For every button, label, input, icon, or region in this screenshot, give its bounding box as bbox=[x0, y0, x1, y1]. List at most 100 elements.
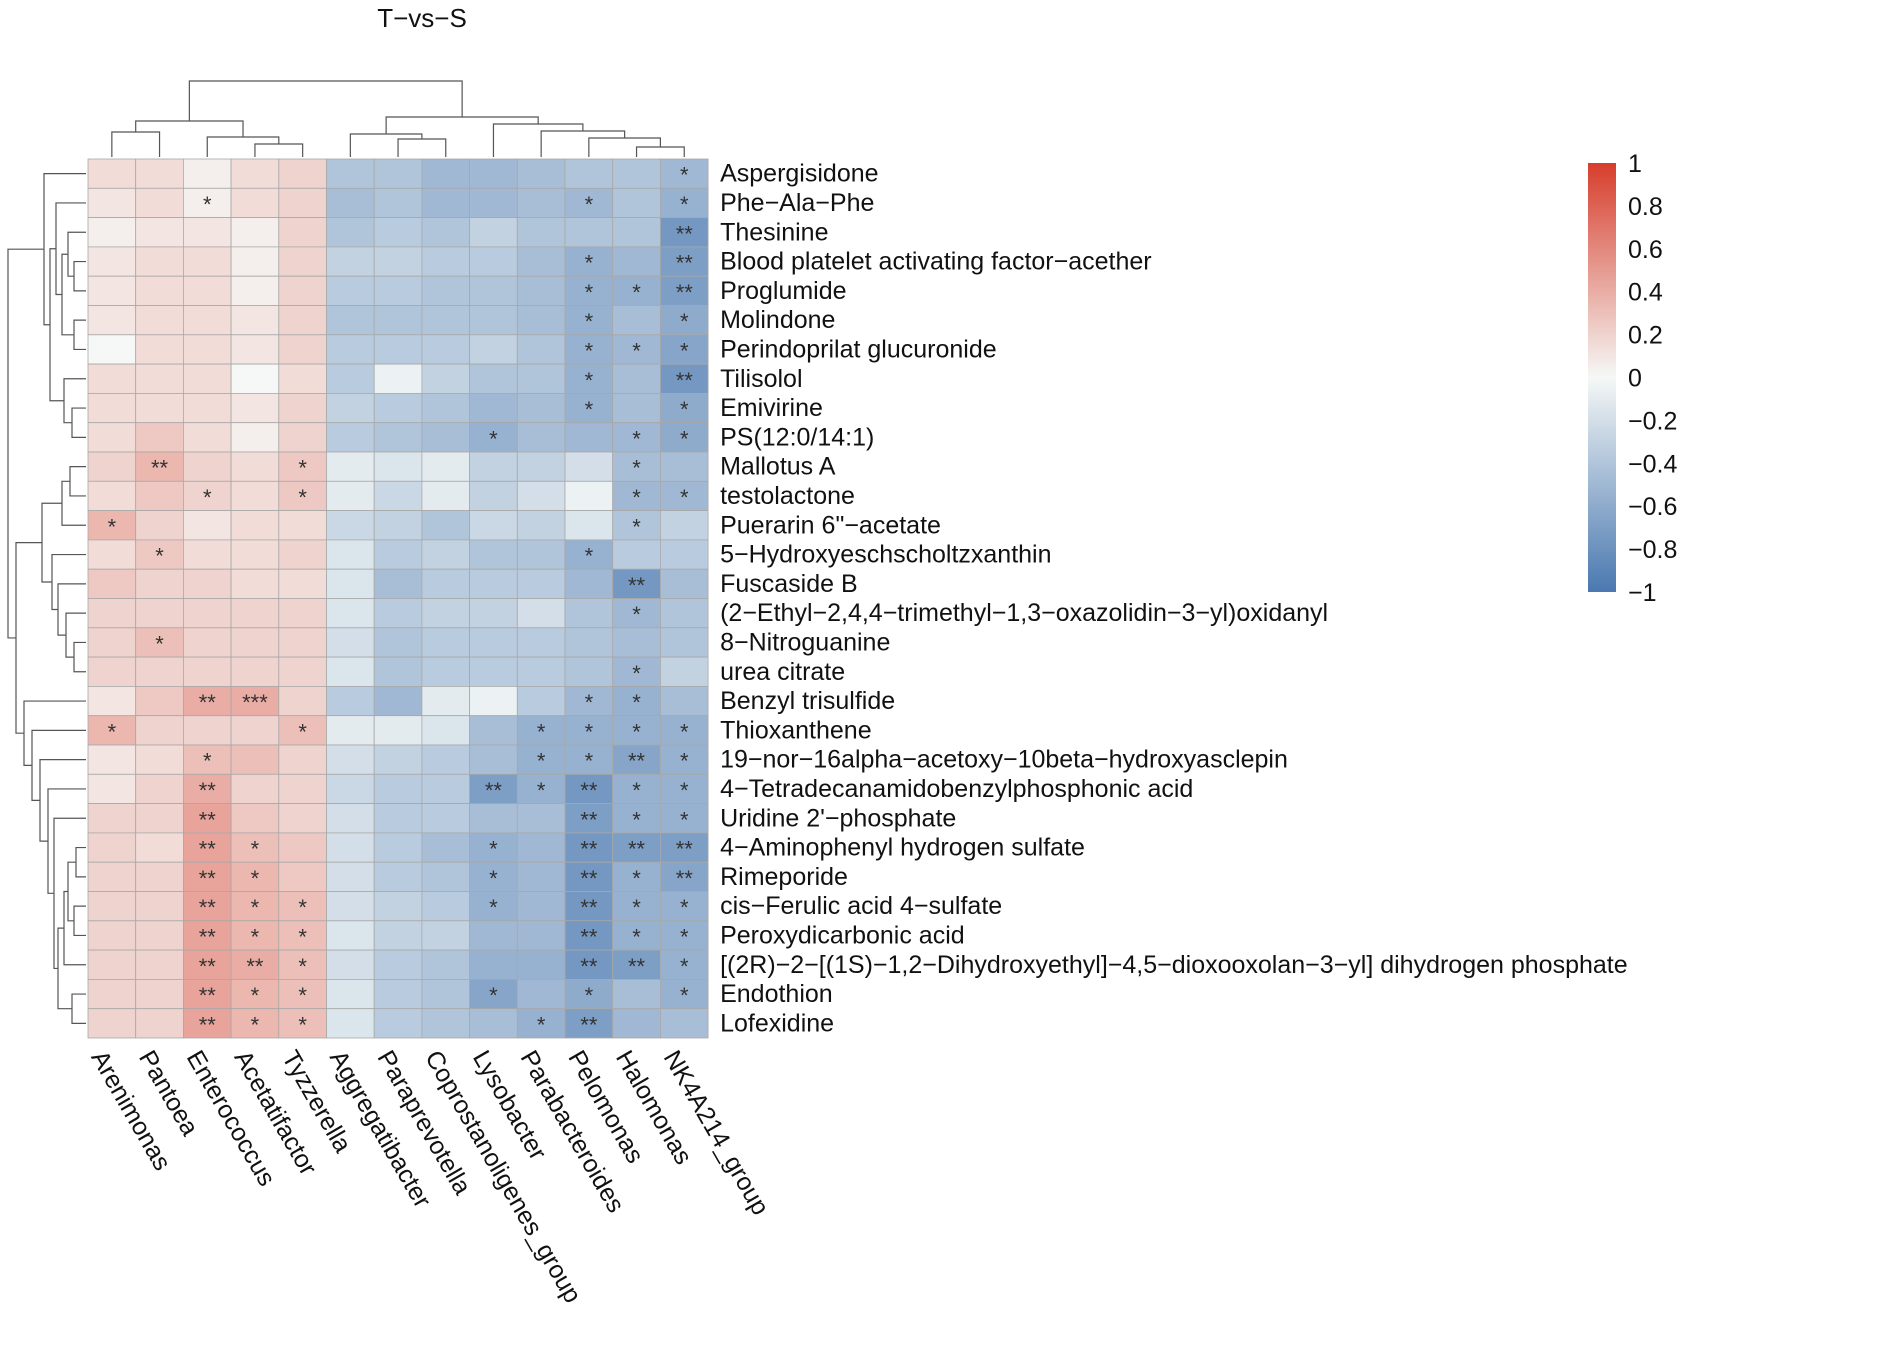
heatmap-cell bbox=[182, 627, 232, 658]
colorbar-tick-label: 0.2 bbox=[1628, 322, 1663, 350]
heatmap-cell bbox=[135, 568, 184, 599]
heatmap-cell bbox=[278, 803, 327, 834]
heatmap-cell bbox=[135, 422, 184, 453]
heatmap-cell bbox=[564, 627, 614, 658]
dendrogram-branch bbox=[349, 133, 423, 157]
row-label: 4−Aminophenyl hydrogen sulfate bbox=[720, 834, 1085, 862]
significance-mark: * bbox=[680, 163, 689, 188]
heatmap-cell bbox=[564, 656, 614, 687]
row-dendrogram bbox=[7, 173, 86, 1024]
heatmap-cell bbox=[564, 891, 614, 922]
significance-mark: * bbox=[298, 924, 307, 949]
heatmap-cell bbox=[564, 363, 614, 394]
heatmap-cell bbox=[516, 451, 566, 482]
significance-mark: * bbox=[632, 924, 641, 949]
heatmap-cell bbox=[278, 246, 327, 277]
heatmap-cell bbox=[135, 979, 184, 1010]
heatmap-cell bbox=[230, 832, 280, 863]
heatmap-cell bbox=[612, 158, 661, 189]
heatmap-cell bbox=[564, 480, 614, 511]
heatmap-cell bbox=[326, 686, 375, 717]
heatmap-cell bbox=[326, 656, 375, 687]
dendrogram-branch bbox=[492, 123, 584, 157]
heatmap-cell bbox=[87, 773, 137, 804]
heatmap-cell bbox=[469, 392, 518, 424]
heatmap-cell bbox=[516, 773, 566, 804]
significance-mark: * bbox=[632, 602, 641, 627]
heatmap-cell bbox=[87, 891, 137, 922]
row-label: Aspergisidone bbox=[720, 160, 878, 188]
row-label: 8−Nitroguanine bbox=[720, 628, 890, 656]
significance-mark: * bbox=[298, 954, 307, 979]
heatmap-cells bbox=[87, 158, 709, 1039]
significance-mark: * bbox=[537, 1012, 546, 1037]
heatmap-cell bbox=[516, 686, 566, 717]
significance-mark: * bbox=[155, 544, 164, 569]
heatmap-cell bbox=[516, 305, 566, 336]
heatmap-cell bbox=[516, 568, 566, 599]
heatmap-cell bbox=[182, 920, 232, 951]
heatmap-cell bbox=[516, 187, 566, 219]
heatmap-cell bbox=[373, 539, 423, 570]
significance-mark: ** bbox=[580, 924, 598, 949]
heatmap-cell bbox=[516, 949, 566, 980]
heatmap-cell bbox=[278, 158, 327, 189]
heatmap-cell bbox=[182, 246, 232, 277]
heatmap-cell bbox=[87, 715, 137, 746]
heatmap-cell bbox=[469, 539, 518, 570]
heatmap-cell bbox=[373, 158, 423, 189]
heatmap-cell bbox=[660, 803, 709, 834]
significance-mark: ** bbox=[580, 1012, 598, 1037]
significance-mark: * bbox=[680, 924, 689, 949]
heatmap-cell bbox=[278, 656, 327, 687]
heatmap-cell bbox=[326, 803, 375, 834]
colorbar-tick-label: 0 bbox=[1628, 365, 1642, 393]
heatmap-cell bbox=[564, 568, 614, 599]
heatmap-cell bbox=[326, 510, 375, 541]
heatmap-cell bbox=[564, 598, 614, 629]
row-label: PS(12:0/14:1) bbox=[720, 423, 874, 451]
heatmap-cell bbox=[373, 715, 423, 746]
heatmap-cell bbox=[135, 158, 184, 189]
dendrogram-branch bbox=[71, 993, 86, 1024]
heatmap-cell bbox=[564, 832, 614, 863]
dendrogram-branch bbox=[39, 759, 86, 842]
heatmap-cell bbox=[564, 246, 614, 277]
dendrogram-branch bbox=[67, 231, 86, 277]
heatmap-cell bbox=[469, 627, 518, 658]
heatmap-cell bbox=[421, 891, 470, 922]
significance-mark: * bbox=[203, 749, 212, 774]
significance-mark: ** bbox=[151, 456, 169, 481]
heatmap-cell bbox=[87, 803, 137, 834]
heatmap-cell bbox=[373, 392, 423, 424]
heatmap-cell bbox=[135, 451, 184, 482]
heatmap-cell bbox=[135, 744, 184, 775]
heatmap-cell bbox=[660, 568, 709, 599]
heatmap-cell bbox=[182, 598, 232, 629]
heatmap-cell bbox=[660, 891, 709, 922]
significance-mark: * bbox=[251, 866, 260, 891]
dendrogram-branch bbox=[254, 143, 304, 157]
heatmap-cell bbox=[660, 715, 709, 746]
significance-mark: * bbox=[251, 983, 260, 1008]
heatmap-cell bbox=[564, 217, 614, 248]
dendrogram-branch bbox=[7, 248, 44, 639]
heatmap-cell bbox=[469, 832, 518, 863]
heatmap-cell bbox=[469, 949, 518, 980]
heatmap-cell bbox=[326, 158, 375, 189]
significance-mark: ** bbox=[199, 895, 217, 920]
heatmap-cell bbox=[326, 568, 375, 599]
heatmap-cell bbox=[87, 187, 137, 219]
heatmap-cell bbox=[469, 275, 518, 306]
heatmap-cell bbox=[373, 920, 423, 951]
row-label: testolactone bbox=[720, 482, 855, 510]
heatmap-cell bbox=[660, 305, 709, 336]
dendrogram-branch bbox=[57, 927, 72, 1010]
heatmap-cell bbox=[326, 627, 375, 658]
dendrogram-branch bbox=[73, 641, 86, 673]
heatmap-cell bbox=[230, 568, 280, 599]
heatmap-cell bbox=[469, 187, 518, 219]
heatmap-cell bbox=[469, 598, 518, 629]
significance-mark: * bbox=[585, 749, 594, 774]
heatmap-cell bbox=[660, 451, 709, 482]
